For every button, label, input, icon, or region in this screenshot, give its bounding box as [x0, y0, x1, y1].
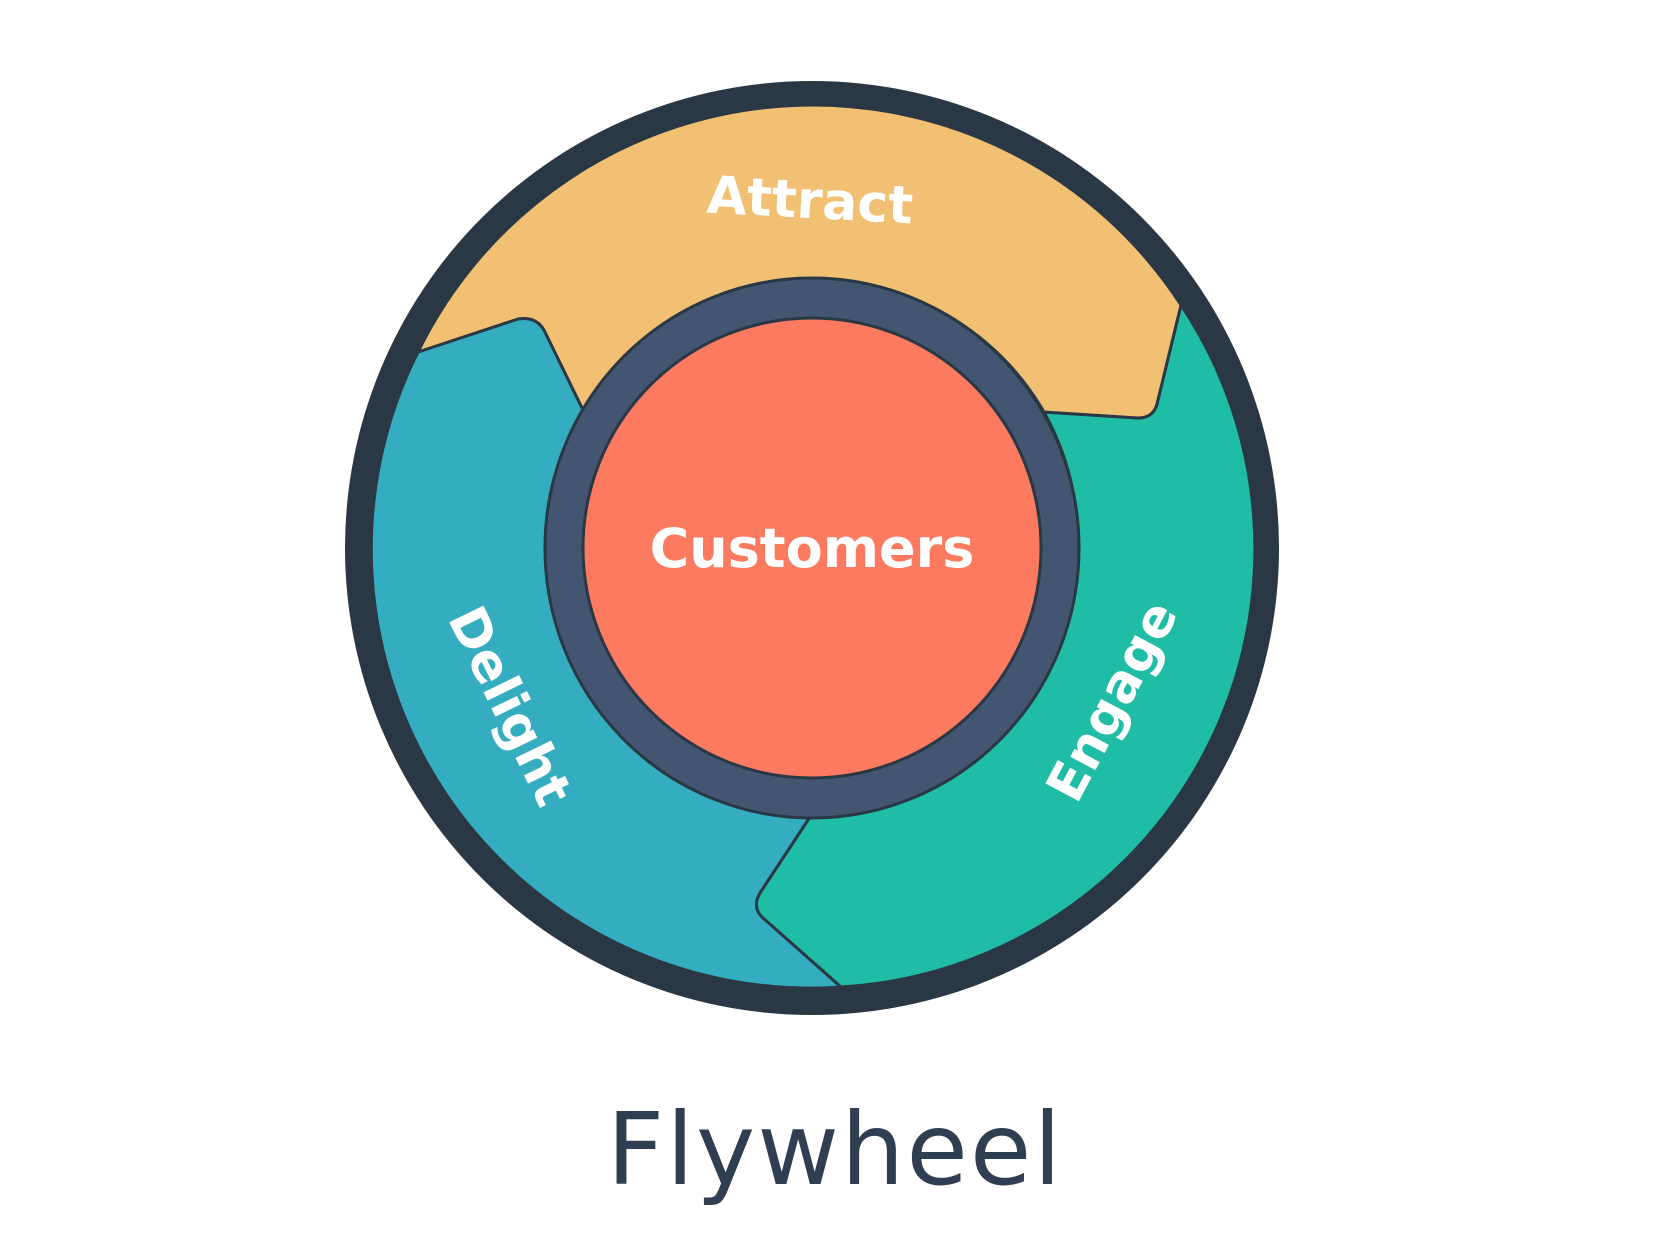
center-label: Customers — [650, 517, 975, 580]
diagram-caption: Flywheel — [606, 1091, 1064, 1208]
customers-circle — [581, 316, 1043, 780]
segment-label-attract: Attract — [705, 166, 914, 237]
